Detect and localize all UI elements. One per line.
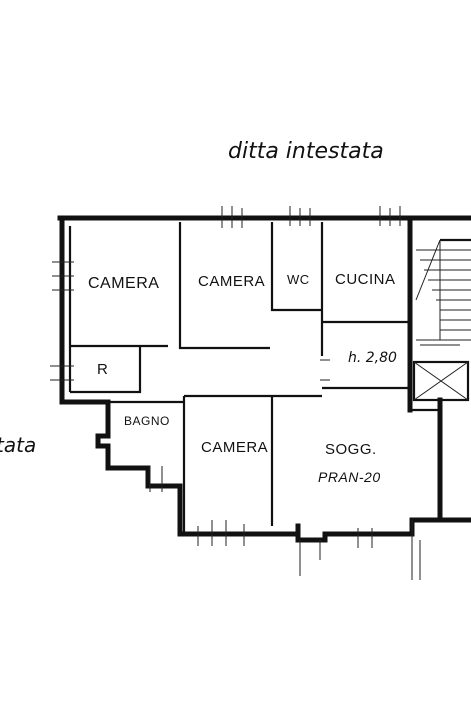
outer-walls xyxy=(57,215,471,543)
stairs xyxy=(415,238,471,346)
room-label-camera-2: CAMERA xyxy=(198,273,265,290)
room-label-soggiorno-2: PRAN-20 xyxy=(318,469,381,485)
window-marks xyxy=(50,206,421,580)
room-label-cucina: CUCINA xyxy=(335,271,396,288)
interior-walls xyxy=(68,222,440,534)
header-note: ditta intestata xyxy=(228,139,384,164)
room-label-bagno: BAGNO xyxy=(124,414,170,428)
side-note: tata xyxy=(0,433,36,457)
room-label-wc: WC xyxy=(287,272,310,287)
room-label-ripostiglio: R xyxy=(97,361,108,378)
lift-shaft xyxy=(412,360,470,402)
height-note: h. 2,80 xyxy=(348,350,397,366)
room-label-camera-3: CAMERA xyxy=(201,439,268,456)
room-labels: CAMERA CAMERA WC CUCINA R BAGNO CAMERA S… xyxy=(88,271,396,485)
room-label-camera-1: CAMERA xyxy=(88,275,159,292)
room-label-soggiorno-1: SOGG. xyxy=(325,441,377,458)
